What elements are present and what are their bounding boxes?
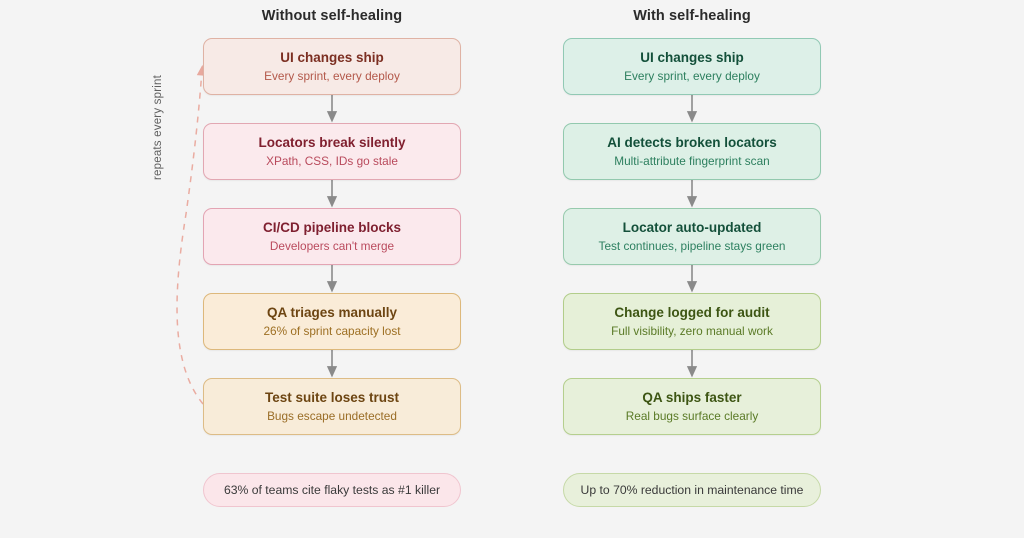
node-right-3[interactable]: Locator auto-updated Test continues, pip… (563, 208, 821, 265)
node-title: UI changes ship (280, 49, 384, 65)
node-left-2[interactable]: Locators break silently XPath, CSS, IDs … (203, 123, 461, 180)
node-title: QA ships faster (642, 389, 742, 405)
node-title: AI detects broken locators (607, 134, 777, 150)
node-right-5[interactable]: QA ships faster Real bugs surface clearl… (563, 378, 821, 435)
repeat-loop-label: repeats every sprint (152, 75, 164, 180)
node-subtitle: 26% of sprint capacity lost (263, 323, 401, 338)
node-title: Locator auto-updated (622, 219, 762, 235)
node-title: Locators break silently (258, 134, 406, 150)
node-left-3[interactable]: CI/CD pipeline blocks Developers can't m… (203, 208, 461, 265)
node-subtitle: XPath, CSS, IDs go stale (266, 153, 398, 168)
node-subtitle: Multi-attribute fingerprint scan (614, 153, 770, 168)
column-title-without-self-healing: Without self-healing (261, 8, 403, 24)
node-title: CI/CD pipeline blocks (262, 219, 402, 235)
column-title-with-self-healing: With self-healing (633, 8, 751, 24)
node-right-4[interactable]: Change logged for audit Full visibility,… (563, 293, 821, 350)
node-subtitle: Test continues, pipeline stays green (598, 238, 786, 253)
repeat-loop-arrow (176, 64, 207, 405)
node-title: QA triages manually (266, 304, 398, 320)
badge-left-stat: 63% of teams cite flaky tests as #1 kill… (203, 473, 461, 507)
node-right-2[interactable]: AI detects broken locators Multi-attribu… (563, 123, 821, 180)
node-title: UI changes ship (640, 49, 744, 65)
node-right-1[interactable]: UI changes ship Every sprint, every depl… (563, 38, 821, 95)
node-subtitle: Every sprint, every deploy (264, 68, 400, 83)
node-title: Change logged for audit (614, 304, 770, 320)
node-subtitle: Developers can't merge (269, 238, 395, 253)
node-left-5[interactable]: Test suite loses trust Bugs escape undet… (203, 378, 461, 435)
node-subtitle: Real bugs surface clearly (625, 408, 759, 423)
node-title: Test suite loses trust (264, 389, 400, 405)
node-subtitle: Full visibility, zero manual work (611, 323, 773, 338)
node-left-1[interactable]: UI changes ship Every sprint, every depl… (203, 38, 461, 95)
node-left-4[interactable]: QA triages manually 26% of sprint capaci… (203, 293, 461, 350)
node-subtitle: Every sprint, every deploy (624, 68, 760, 83)
badge-right-stat: Up to 70% reduction in maintenance time (563, 473, 821, 507)
node-subtitle: Bugs escape undetected (267, 408, 397, 423)
